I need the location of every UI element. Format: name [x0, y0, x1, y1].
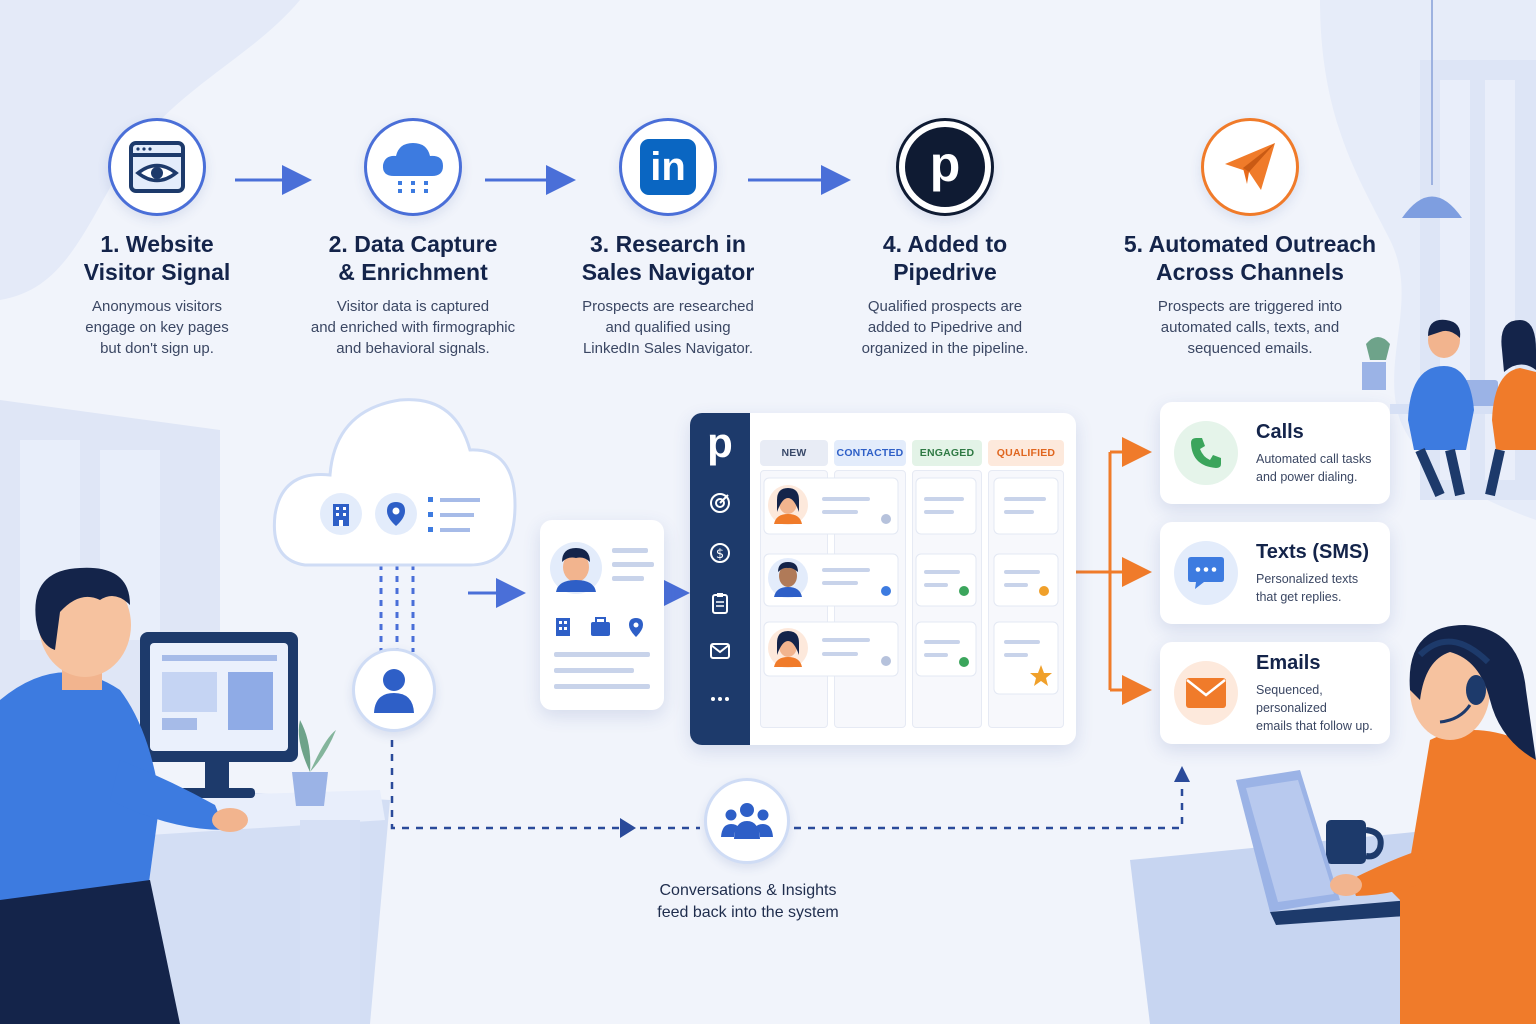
- column-header-qualified[interactable]: QUALIFIED: [988, 440, 1064, 466]
- channel-texts[interactable]: Texts (SMS) Personalized texts that get …: [1160, 522, 1390, 624]
- column-engaged: [912, 470, 982, 728]
- channel-title: Calls: [1256, 420, 1304, 443]
- channel-description: Automated call tasks and power dialing.: [1256, 451, 1372, 484]
- step-description: Prospects are researched and qualified u…: [582, 298, 754, 357]
- step-description: Visitor data is captured and enriched wi…: [310, 298, 516, 357]
- briefcase-icon: [591, 617, 610, 636]
- step-title: 5. Automated Outreach Across Channels: [1123, 231, 1377, 285]
- channel-calls[interactable]: Calls Automated call tasks and power dia…: [1160, 402, 1390, 504]
- feedback-caption: Conversations & Insights feed back into …: [657, 882, 839, 921]
- more-icon[interactable]: [708, 687, 732, 711]
- building-icon: [320, 493, 362, 535]
- clipboard-icon[interactable]: [708, 591, 732, 615]
- step-sales-navigator: in 3. Research in Sales Navigator Prospe…: [538, 118, 798, 359]
- step-title: 2. Data Capture & Enrichment: [328, 231, 498, 285]
- step-website-visitor: 1. Website Visitor Signal Anonymous visi…: [27, 118, 287, 359]
- team-icon: [721, 803, 773, 839]
- column-contacted: [834, 470, 906, 728]
- paper-plane-icon: [1201, 118, 1299, 216]
- channel-description: Personalized texts that get replies.: [1256, 571, 1359, 604]
- channel-emails[interactable]: Emails Sequenced, personalized emails th…: [1160, 642, 1390, 744]
- column-header-new[interactable]: NEW: [760, 440, 828, 466]
- team-icon-circle: [704, 778, 790, 864]
- dollar-icon[interactable]: $: [708, 541, 732, 565]
- location-icon: [629, 618, 643, 637]
- step-data-capture: 2. Data Capture & Enrichment Visitor dat…: [283, 118, 543, 359]
- pipedrive-logo-text: p: [905, 127, 985, 207]
- step-description: Anonymous visitors engage on key pages b…: [85, 298, 229, 357]
- step-title: 1. Website Visitor Signal: [83, 231, 231, 285]
- channel-description: Sequenced, personalized emails that foll…: [1256, 682, 1373, 733]
- step-title: 4. Added to Pipedrive: [882, 231, 1008, 285]
- step-added-to-pipedrive: p 4. Added to Pipedrive Qualified prospe…: [815, 118, 1075, 359]
- column-new: [760, 470, 828, 728]
- prospect-profile-card: [540, 520, 664, 710]
- step-automated-outreach: 5. Automated Outreach Across Channels Pr…: [1100, 118, 1400, 359]
- list-icon: [428, 495, 482, 535]
- linkedin-icon: in: [619, 118, 717, 216]
- user-icon: [374, 669, 414, 713]
- step-title: 3. Research in Sales Navigator: [581, 231, 755, 285]
- visitor-avatar: [352, 648, 436, 732]
- column-header-contacted[interactable]: CONTACTED: [834, 440, 906, 466]
- pipedrive-logo: p: [707, 419, 733, 466]
- step-description: Qualified prospects are added to Pipedri…: [861, 298, 1029, 357]
- pipedrive-sidebar: p $: [690, 413, 750, 745]
- channel-title: Emails: [1256, 651, 1321, 674]
- phone-icon: [1174, 421, 1238, 485]
- target-icon[interactable]: [708, 491, 732, 515]
- location-pin-icon: [375, 493, 417, 535]
- envelope-icon: [1174, 661, 1238, 725]
- svg-text:$: $: [716, 547, 724, 562]
- chat-bubble-icon: [1174, 541, 1238, 605]
- column-header-engaged[interactable]: ENGAGED: [912, 440, 982, 466]
- browser-eye-icon: [108, 118, 206, 216]
- channel-title: Texts (SMS): [1256, 540, 1369, 563]
- mail-icon[interactable]: [708, 639, 732, 663]
- column-qualified: [988, 470, 1064, 728]
- company-icon: [556, 618, 570, 636]
- step-description: Prospects are triggered into automated c…: [1157, 298, 1343, 357]
- cloud-data-icon: [364, 118, 462, 216]
- pipedrive-icon: p: [896, 118, 994, 216]
- linkedin-logo-text: in: [640, 139, 696, 195]
